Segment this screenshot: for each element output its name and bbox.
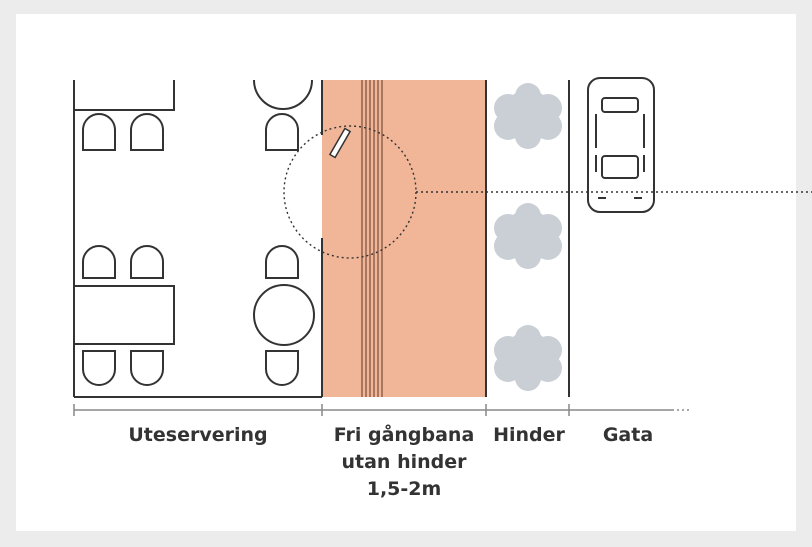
tactile-strip — [361, 80, 383, 397]
seating-area — [73, 80, 323, 398]
chair-icon — [82, 245, 116, 279]
table-icon — [73, 80, 175, 111]
chair-icon — [265, 113, 299, 151]
table-icon — [73, 285, 175, 345]
car-icon — [587, 77, 655, 213]
chair-icon — [265, 350, 299, 386]
chair-icon — [82, 113, 116, 151]
walkway-zone — [322, 80, 486, 397]
label-street: Gata — [602, 424, 654, 446]
chair-icon — [130, 113, 164, 151]
tree-icon — [494, 83, 562, 149]
round-table-icon — [253, 79, 313, 110]
label-walkway-line3: 1,5-2m — [366, 478, 442, 500]
label-walkway-line1: Fri gångbana — [333, 424, 475, 446]
tree-icon — [494, 203, 562, 269]
tree-icon — [494, 325, 562, 391]
label-walkway-line2: utan hinder — [341, 451, 467, 473]
chair-icon — [82, 350, 116, 386]
chair-icon — [130, 245, 164, 279]
label-seating: Uteservering — [128, 424, 268, 446]
round-table-icon — [253, 284, 315, 346]
chair-icon — [130, 350, 164, 386]
dimension-line — [73, 404, 690, 416]
chair-icon — [265, 245, 299, 279]
door-icon — [328, 127, 352, 159]
label-obstacle: Hinder — [493, 424, 565, 446]
